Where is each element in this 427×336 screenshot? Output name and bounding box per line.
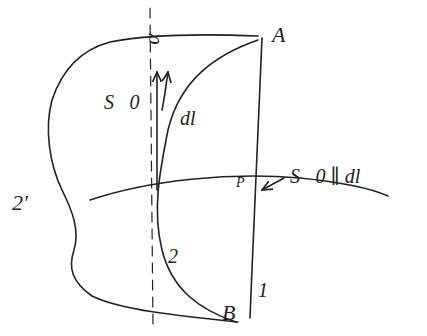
condition-note: S⃗0 ∥ dl⃗ [290, 166, 376, 186]
pointer-arrow [262, 178, 284, 190]
vector-label: dl⃗ [180, 108, 211, 128]
surface-label: 2' [12, 192, 28, 214]
vector-label: S⃗0 [104, 92, 140, 112]
point-label: P [236, 176, 245, 190]
point-label: B [222, 302, 235, 324]
angle-label: α [141, 33, 163, 45]
surface-outline [48, 35, 258, 322]
dashed-axis [150, 8, 153, 330]
vector-dl [162, 72, 168, 110]
point-label: A [272, 24, 285, 46]
curve-label: 1 [258, 280, 268, 300]
vector-s0 [156, 72, 158, 190]
line-1 [250, 38, 262, 318]
curve-label: 2 [168, 246, 178, 266]
